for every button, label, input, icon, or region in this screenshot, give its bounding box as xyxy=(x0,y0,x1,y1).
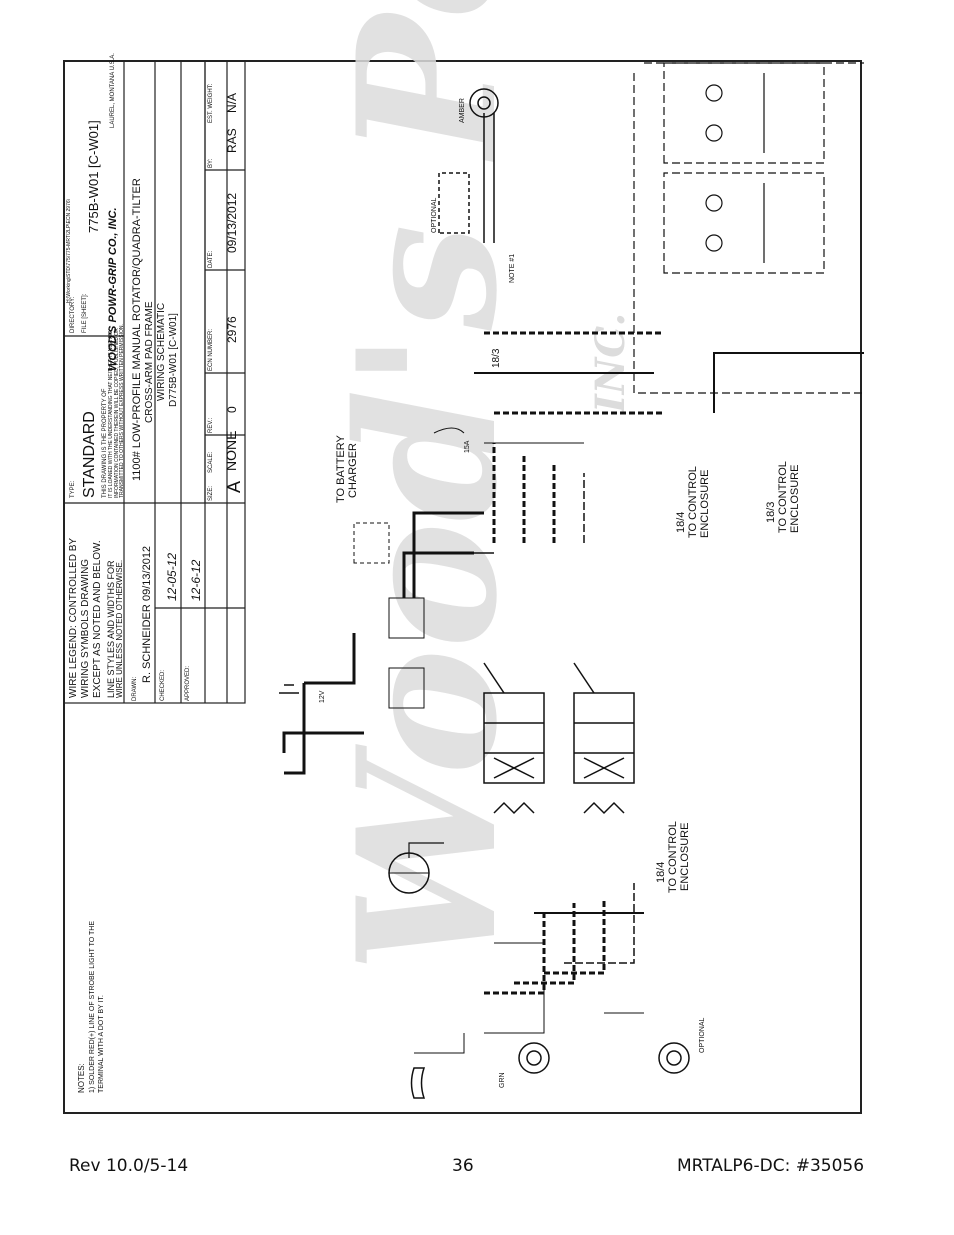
description-line-1: 1100# LOW-PROFILE MANUAL ROTATOR/QUADRA-… xyxy=(131,178,143,481)
legend-line-3: EXCEPT AS NOTED AND BELOW. xyxy=(92,540,103,698)
left-wire-bundle xyxy=(414,883,644,1054)
size-value: A xyxy=(224,481,244,493)
fuse-label: 15A xyxy=(464,440,471,453)
battery-circuit xyxy=(279,511,494,775)
battery-label: 12V xyxy=(319,690,326,703)
to-control-184-line-3: ENCLOSURE xyxy=(679,823,691,891)
pressure-gauge xyxy=(388,842,444,894)
optional-label-left: OPTIONAL xyxy=(699,1017,706,1053)
approved-label: APPROVED: xyxy=(185,666,191,701)
type-value: STANDARD xyxy=(81,411,98,498)
to-control-184-line-1: 18/4 xyxy=(655,862,667,883)
file-path: H:\Working\STD\775\775-MRT\2LP\ECN 2976\ xyxy=(66,198,72,303)
optional-label-right: OPTIONAL xyxy=(431,197,438,233)
checked-date: 12-05-12 xyxy=(165,553,179,601)
strobe-horn xyxy=(410,1042,690,1099)
description-line-4: D775B-W01 [C-W01] xyxy=(168,313,179,407)
notes-line-2: TERMINAL WITH A DOT BY IT. xyxy=(98,995,105,1093)
to-battery-charger-line-1: TO BATTERY xyxy=(335,434,347,503)
note1-label: NOTE #1 xyxy=(509,254,516,283)
legend-line-4: LINE STYLES AND WIDTHS FOR xyxy=(106,560,116,698)
description-line-2: CROSS-ARM PAD FRAME xyxy=(144,301,155,423)
valve-sensors xyxy=(633,62,864,413)
rev-label: REV.: xyxy=(208,418,214,433)
drawn-value: R. SCHNEIDER xyxy=(141,604,153,683)
notice-line-2: IT IS LOANED WITH THE UNDERSTANDING THAT… xyxy=(108,328,114,498)
ecn-value: 2976 xyxy=(225,316,239,343)
amber-label: AMBER xyxy=(459,98,466,123)
to-battery-charger-line-2: CHARGER xyxy=(347,443,359,498)
to-control-183-line-3: ENCLOSURE xyxy=(789,465,801,533)
legend-line-2: WIRING SYMBOLS DRAWING xyxy=(80,559,91,698)
by-label: BY: xyxy=(208,158,214,168)
weight-value: N/A xyxy=(225,93,239,113)
scale-label: SCALE: xyxy=(208,451,214,473)
company-name: WOOD'S POWR-GRIP CO., INC. xyxy=(107,207,119,371)
date-value: 09/13/2012 xyxy=(225,193,239,253)
type-label: TYPE: xyxy=(70,480,76,498)
watermark-inc: INC. xyxy=(587,313,634,414)
weight-label: EST. WEIGHT: xyxy=(208,83,214,123)
to-control-184-line-2: TO CONTROL xyxy=(667,821,679,893)
watermark-logo: Wood's Powr-Grip xyxy=(316,0,539,973)
checked-label: CHECKED: xyxy=(160,670,166,701)
valve-1 xyxy=(483,662,545,815)
valve-2 xyxy=(573,662,635,815)
legend-line-1: WIRE LEGEND: CONTROLLED BY xyxy=(68,538,79,698)
notice-line-4: TRANSMITTED TO OTHERS WITHOUT EXPRESS WR… xyxy=(119,324,125,498)
amber-strobe xyxy=(438,88,499,243)
directory-label: DIRECTORY: xyxy=(70,296,76,333)
date-label: DATE: xyxy=(208,250,214,268)
title-block xyxy=(63,60,246,704)
to-control-184b-line-1: 18/4 xyxy=(675,512,687,533)
drawn-date: 09/13/2012 xyxy=(141,546,153,601)
notes-line-1: 1) SOLDER RED(+) LINE OF STROBE LIGHT TO… xyxy=(89,921,96,1093)
drawn-label: DRAWN: xyxy=(132,677,138,701)
notes-title: NOTES: xyxy=(77,1063,86,1093)
rev-value: 0 xyxy=(225,406,239,413)
file-label: FILE [SHEET]: xyxy=(82,293,88,333)
legend-line-5: WIRE UNLESS NOTED OTHERWISE. xyxy=(115,560,124,698)
approved-date: 12-6-12 xyxy=(189,559,203,601)
notice-line-3: INFORMATION CONTAINED THEREIN WILL BE CO… xyxy=(114,328,120,498)
scale-value: NONE xyxy=(223,431,239,471)
footer-revision: Rev 10.0/5-14 xyxy=(69,1156,189,1176)
file-value: 775B-W01 [C-W01] xyxy=(86,120,101,233)
footer-page-number: 36 xyxy=(452,1156,474,1176)
to-control-183-line-1: 18/3 xyxy=(765,502,777,523)
notice-line-1: THIS DRAWING IS THE PROPERTY OF xyxy=(102,388,108,498)
to-control-184b-line-3: ENCLOSURE xyxy=(699,470,711,538)
center-wire-bundle xyxy=(433,331,664,543)
by-value: RAS xyxy=(225,128,239,153)
company-location: LAUREL, MONTANA U.S.A. xyxy=(110,53,116,128)
description-line-3: WIRING SCHEMATIC xyxy=(156,303,167,401)
footer-document-id: MRTALP6-DC: #35056 xyxy=(677,1156,865,1176)
to-control-183-line-2: TO CONTROL xyxy=(777,461,789,533)
to-control-184b-line-2: TO CONTROL xyxy=(687,466,699,538)
cable-183: 18/3 xyxy=(491,348,502,368)
size-label: SIZE: xyxy=(208,486,214,501)
grn-label: GRN xyxy=(499,1072,506,1088)
ecn-label: ECN NUMBER: xyxy=(208,329,214,371)
